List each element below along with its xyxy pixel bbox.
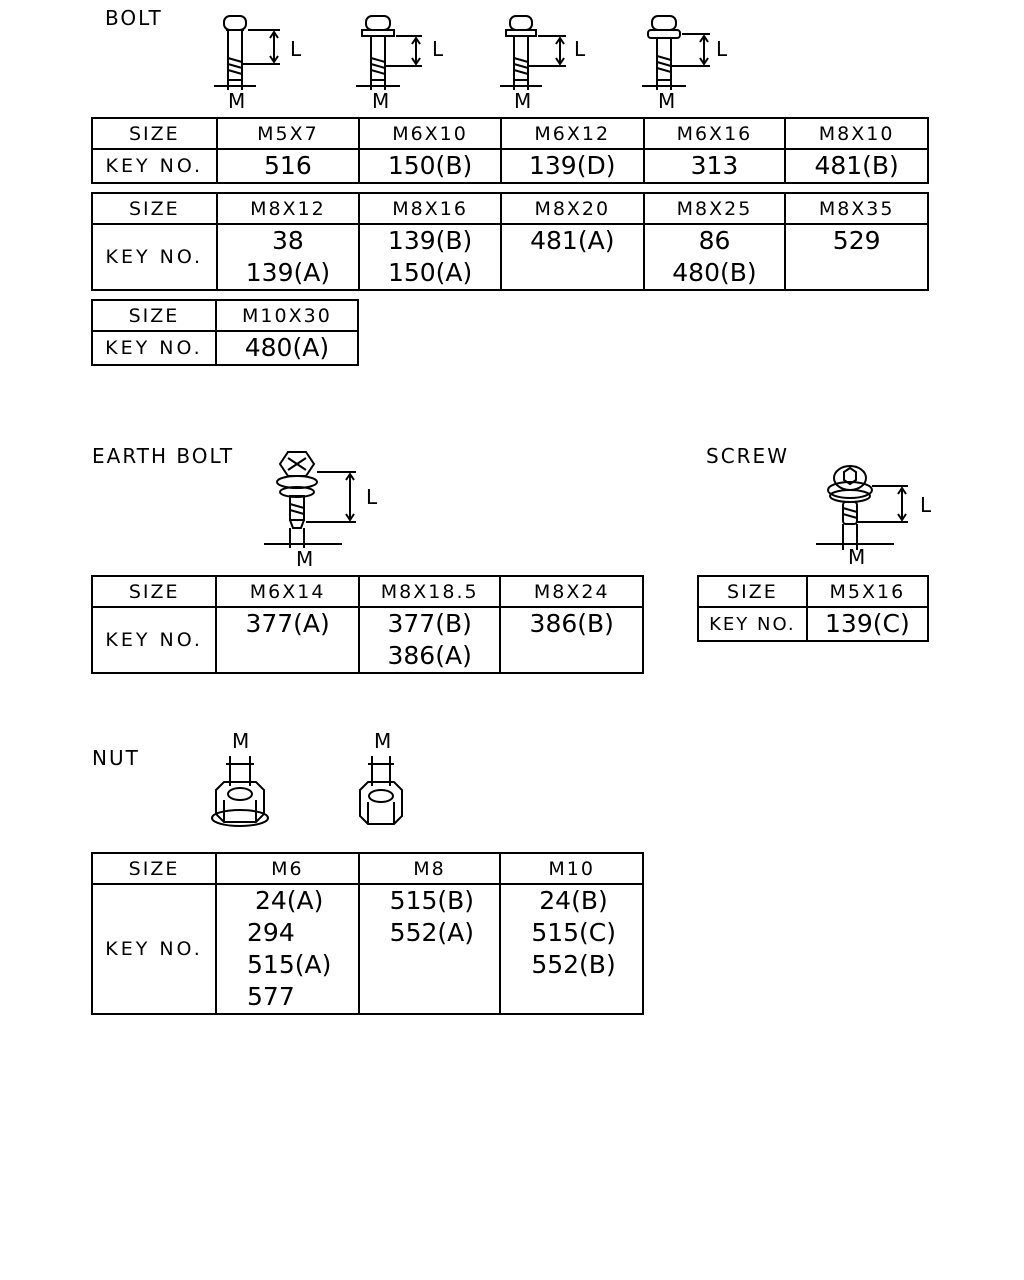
flange-nut-icon (211, 756, 269, 827)
size-cell: M8X25 (642, 192, 787, 225)
key-no-cell: 24(B)515(C)552(B) (499, 883, 644, 1015)
screw-figure: L M (816, 465, 932, 569)
bolt-icon-1 (214, 15, 280, 90)
size-cell: M6X12 (499, 117, 645, 150)
bolt-icon-2 (356, 15, 422, 90)
screw-length-label: L (920, 493, 932, 517)
earth-bolt-section-title: EARTH BOLT (92, 444, 235, 468)
bolt-figures: L L L L M M M M (214, 15, 728, 113)
key-no-cell: 139(C) (805, 606, 930, 642)
screw-diameter-label: M (848, 545, 865, 569)
key-no-cell: 481(B) (784, 148, 929, 184)
screw-table: SIZE M5X16 KEY NO. 139(C) (697, 575, 930, 642)
nut-1-diameter-label: M (232, 729, 249, 753)
bolt-3-length-label: L (574, 37, 586, 61)
earth-bolt-diameter-label: M (296, 547, 313, 571)
bolt-3-diameter-label: M (514, 89, 531, 113)
key-no-cell: 377(A) (215, 606, 360, 674)
key-no-label: KEY NO. (90, 606, 218, 674)
size-label: SIZE (91, 299, 217, 332)
size-cell: M6X16 (642, 117, 787, 150)
key-no-label: KEY NO. (91, 223, 218, 291)
bolt-1-diameter-label: M (228, 89, 245, 113)
nut-2-diameter-label: M (374, 729, 391, 753)
key-no-cell: 150(B) (358, 148, 502, 184)
size-cell: M5X7 (215, 117, 361, 150)
screw-section-title: SCREW (706, 444, 789, 468)
size-cell: M8X18.5 (357, 575, 502, 608)
key-no-cell: 377(B)386(A) (357, 606, 502, 674)
size-cell: M8X24 (499, 575, 644, 608)
earth-bolt-length-label: L (366, 485, 378, 509)
earth-bolt-figure: L M (264, 451, 378, 571)
bolt-table-3: SIZE M10X30 KEY NO. 480(A) (91, 299, 360, 366)
key-no-label: KEY NO. (91, 148, 218, 184)
size-label: SIZE (91, 192, 218, 225)
bolt-icon-3 (500, 15, 566, 90)
screw-head-icon (833, 465, 867, 491)
key-no-cell: 386(B) (499, 606, 644, 674)
key-no-cell: 139(B)150(A) (358, 223, 502, 291)
key-no-cell: 515(B)552(A) (357, 883, 502, 1015)
nut-figures: M M (211, 729, 403, 827)
key-no-cell: 481(A) (499, 223, 645, 291)
size-label: SIZE (90, 575, 218, 608)
size-cell: M8X16 (358, 192, 502, 225)
earth-bolt-table: SIZE M6X14 M8X18.5 M8X24 KEY NO. 377(A) … (90, 575, 644, 674)
key-no-label: KEY NO. (91, 330, 217, 366)
plain-nut-icon (359, 756, 403, 825)
bolt-4-length-label: L (716, 37, 728, 61)
size-cell: M8X12 (215, 192, 361, 225)
bolt-icon-4 (642, 15, 710, 90)
size-cell: M8 (357, 852, 502, 885)
key-no-cell: 313 (642, 148, 787, 184)
bolt-4-diameter-label: M (658, 89, 675, 113)
bolt-2-length-label: L (432, 37, 444, 61)
bolt-table-1: SIZE M5X7 M6X10 M6X12 M6X16 M8X10 KEY NO… (91, 117, 929, 184)
key-no-cell: 480(A) (214, 330, 360, 366)
size-cell: M8X20 (499, 192, 645, 225)
bolt-1-length-label: L (290, 37, 302, 61)
bolt-2-diameter-label: M (372, 89, 389, 113)
nut-section-title: NUT (92, 746, 140, 770)
key-no-cell: 529 (784, 223, 929, 291)
size-label: SIZE (91, 117, 218, 150)
size-cell: M8X35 (784, 192, 929, 225)
key-no-cell: 516 (215, 148, 361, 184)
size-cell: M5X16 (805, 575, 930, 608)
size-cell: M6X10 (358, 117, 502, 150)
key-no-label: KEY NO. (90, 883, 218, 1015)
size-label: SIZE (90, 852, 218, 885)
size-cell: M10X30 (214, 299, 360, 332)
key-no-label: KEY NO. (697, 606, 808, 642)
key-no-cell: 139(D) (499, 148, 645, 184)
size-label: SIZE (697, 575, 808, 608)
size-cell: M8X10 (784, 117, 929, 150)
size-cell: M6X14 (215, 575, 360, 608)
size-cell: M6 (215, 852, 360, 885)
bolt-section-title: BOLT (105, 6, 163, 30)
size-cell: M10 (499, 852, 644, 885)
bolt-table-2: SIZE M8X12 M8X16 M8X20 M8X25 M8X35 KEY N… (91, 192, 929, 291)
